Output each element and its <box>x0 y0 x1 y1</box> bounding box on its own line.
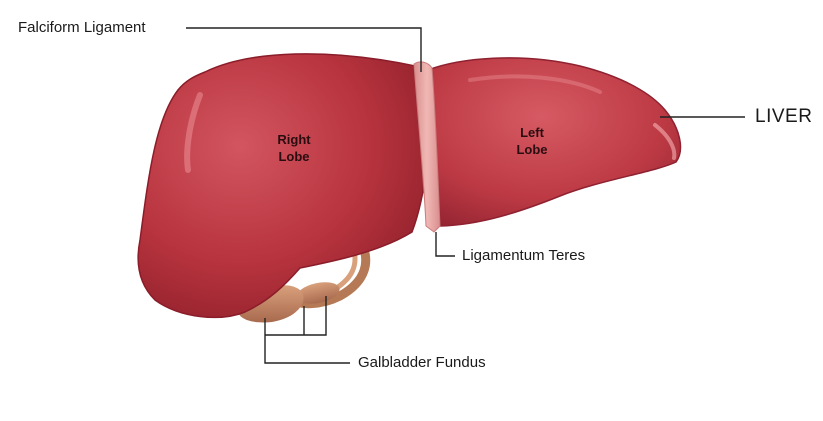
right-lobe-label: Right Lobe <box>270 131 318 165</box>
falciform-leader <box>186 27 422 72</box>
falciform-ligament-label: Falciform Ligament <box>18 19 146 36</box>
right-lobe-label-line2: Lobe <box>278 149 310 164</box>
teres-leader <box>435 232 455 257</box>
leader-lines <box>186 27 745 364</box>
gallbladder-leader <box>264 318 350 364</box>
left-lobe-label-line2: Lobe <box>516 142 548 157</box>
right-lobe-label-line1: Right <box>277 132 311 147</box>
ligamentum-teres-label: Ligamentum Teres <box>462 247 586 264</box>
liver-label: LIVER <box>755 106 813 127</box>
gallbladder-branch <box>265 296 327 336</box>
gallbladder-fundus-label: Galbladder Fundus <box>358 354 486 371</box>
right-lobe-shape <box>137 53 430 319</box>
left-lobe-label: Left Lobe <box>508 124 556 158</box>
left-lobe-label-line1: Left <box>520 125 544 140</box>
falciform-ligament-shape <box>413 61 441 233</box>
